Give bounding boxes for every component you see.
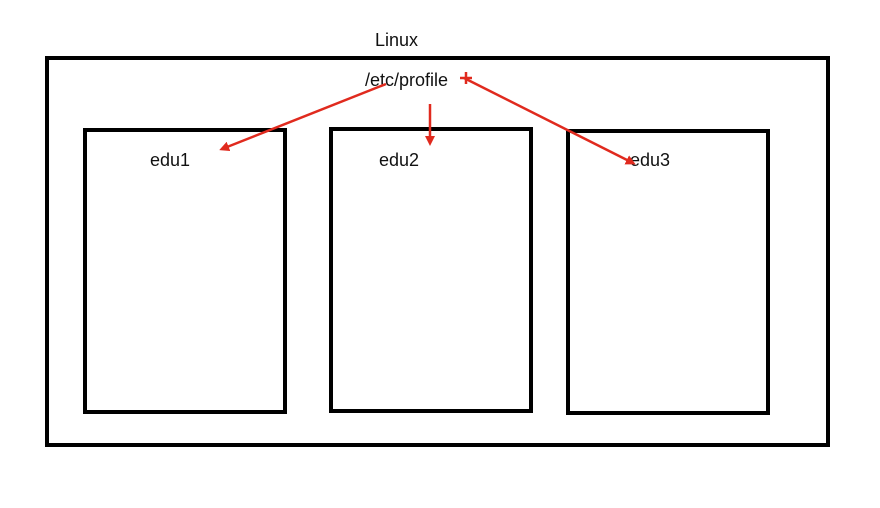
edu3-label: edu3 [630, 150, 671, 170]
edu2-box [329, 127, 533, 413]
profile-file-label: /etc/profile [365, 70, 449, 90]
linux-title: Linux [375, 30, 419, 50]
edu1-box [83, 128, 287, 414]
linux-container [45, 56, 830, 447]
edu1-label: edu1 [150, 150, 191, 170]
edu2-label: edu2 [379, 150, 420, 170]
edu3-box [566, 129, 770, 415]
